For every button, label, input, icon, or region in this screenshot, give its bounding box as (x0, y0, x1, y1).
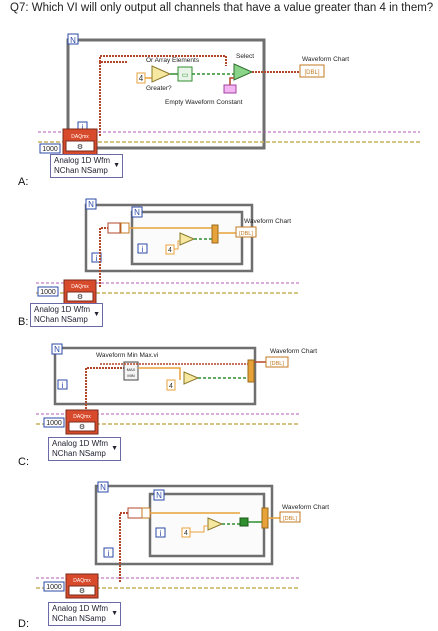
svg-text:MAX: MAX (127, 367, 136, 372)
greater-than-icon (179, 232, 196, 246)
for-loop-frame (84, 203, 254, 273)
waveform-minmax-icon (123, 361, 139, 381)
svg-text:⚙: ⚙ (77, 143, 83, 151)
for-loop-n-terminal (67, 33, 79, 45)
option-a-label: A: (18, 176, 29, 188)
svg-text:1000: 1000 (40, 289, 56, 296)
svg-text:[DBL]: [DBL] (270, 361, 284, 367)
select-node (211, 224, 219, 244)
waveform-chart-icon (235, 226, 257, 238)
for-loop-frame (94, 484, 274, 566)
svg-text:i: i (62, 381, 64, 390)
diagram-a: N i 4 Greater? ▭ Or Array Elements Selec… (38, 33, 420, 156)
waveform-chart-icon (265, 356, 289, 368)
svg-text:N: N (134, 208, 140, 217)
waveform-wire-a (99, 61, 128, 136)
chart-terminal-label: [DBL] (304, 70, 319, 76)
svg-text:4: 4 (168, 247, 172, 254)
greater-label: Greater? (146, 85, 172, 92)
for-loop-i-label: i (82, 123, 84, 132)
greater-than-icon (183, 371, 200, 385)
svg-text:N: N (156, 491, 162, 500)
diagram-c: N i Waveform Min Max.vi MAX MIN 4 [DBL] … (36, 343, 317, 435)
waveform-chart-label: Waveform Chart (302, 56, 349, 63)
svg-text:N: N (100, 483, 106, 492)
svg-text:4: 4 (184, 530, 188, 537)
daqmx-read-label: DAQmx (71, 134, 89, 140)
greater-than-icon (151, 65, 172, 83)
svg-text:▭: ▭ (182, 72, 189, 79)
svg-text:⚙: ⚙ (79, 587, 85, 595)
minmax-label: Waveform Min Max.vi (96, 352, 158, 359)
select-icon (233, 63, 254, 81)
chevron-down-icon: ▼ (93, 311, 101, 318)
svg-text:DAQmx: DAQmx (73, 578, 91, 584)
samples-constant-label: 1000 (42, 146, 58, 153)
svg-text:[DBL]: [DBL] (283, 516, 297, 522)
greater-than-icon (207, 517, 224, 531)
svg-text:i: i (142, 245, 144, 254)
svg-text:i: i (108, 549, 110, 558)
or-array-label: Or Array Elements (146, 57, 200, 64)
svg-text:⚙: ⚙ (77, 293, 83, 301)
option-c-label: C: (18, 456, 29, 468)
constant-4-label: 4 (139, 74, 144, 83)
or-shift-node (239, 517, 249, 527)
select-node (261, 507, 269, 529)
svg-text:i: i (160, 529, 162, 538)
svg-text:[DBL]: [DBL] (239, 231, 253, 237)
for-loop-frame (53, 346, 257, 406)
waveform-chart-icon (279, 511, 301, 523)
polymorphic-selector-d[interactable]: Analog 1D Wfm NChan NSamp ▼ (48, 602, 122, 626)
empty-waveform-label: Empty Waveform Constant (165, 99, 243, 106)
index-array-icon (107, 222, 121, 234)
svg-text:DAQmx: DAQmx (73, 414, 91, 420)
chevron-down-icon: ▼ (111, 445, 119, 452)
for-loop-n-label: N (70, 36, 76, 45)
index-array-icon (127, 507, 143, 519)
question-title: Q7: Which VI will only output all channe… (10, 2, 434, 14)
diagram-d: N i N i 4 [DBL] Waveform Chart DAQmx ⚙ 1… (36, 481, 329, 599)
svg-text:4: 4 (169, 383, 173, 390)
polymorphic-selector-b[interactable]: Analog 1D Wfm NChan NSamp ▼ (30, 303, 104, 327)
svg-text:1000: 1000 (46, 584, 62, 591)
option-b-label: B: (18, 316, 29, 328)
diagram-b: N i N i 4 [DBL] Waveform Chart DAQmx ⚙ 1… (36, 198, 300, 305)
svg-text:Waveform Chart: Waveform Chart (282, 504, 329, 511)
for-loop-frame (66, 38, 266, 150)
svg-text:DAQmx: DAQmx (71, 284, 89, 290)
svg-text:i: i (96, 254, 98, 263)
waveform-chart-icon (299, 64, 325, 78)
case-selector (247, 359, 255, 383)
chevron-down-icon: ▼ (113, 162, 121, 169)
svg-text:N: N (54, 345, 60, 354)
polymorphic-selector-c[interactable]: Analog 1D Wfm NChan NSamp ▼ (48, 437, 122, 461)
select-label: Select (236, 53, 254, 60)
svg-text:⚙: ⚙ (79, 423, 85, 431)
polymorphic-selector-a[interactable]: Analog 1D Wfm NChan NSamp ▼ (50, 154, 124, 178)
svg-text:MIN: MIN (127, 373, 134, 378)
svg-text:Waveform Chart: Waveform Chart (244, 218, 291, 225)
samples-constant (39, 143, 61, 154)
option-d-label: D: (18, 618, 29, 630)
svg-text:N: N (88, 200, 94, 209)
chevron-down-icon: ▼ (111, 610, 119, 617)
empty-waveform-constant (223, 84, 237, 94)
svg-text:1000: 1000 (46, 420, 62, 427)
svg-text:Waveform Chart: Waveform Chart (270, 348, 317, 355)
